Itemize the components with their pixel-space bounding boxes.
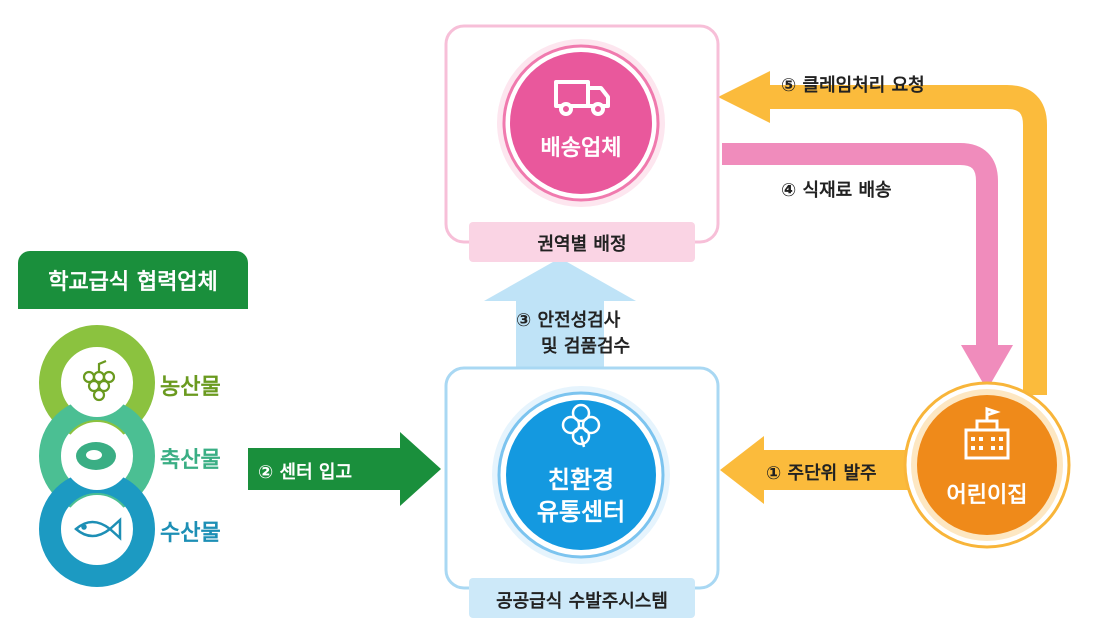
center-name-line2: 유통센터 [536,498,626,526]
fishery-label: 수산물 [160,521,221,546]
food-delivery-arrowhead [961,345,1013,390]
delivery-company-name: 배송업체 [540,136,622,161]
school-building-icon [964,406,1010,460]
ordering-system-banner [469,578,695,618]
region-assignment-banner [469,222,695,262]
step4-label: ④ 식재료 배송 [781,180,892,201]
inspection-arrowhead [484,258,636,301]
claim-request-arrowhead [718,71,770,123]
weekly-order-arrowhead [720,436,764,504]
clover-icon [561,403,601,448]
distribution-center-circle [506,400,656,550]
region-assignment-label: 권역별 배정 [537,234,627,255]
step3-label-line1: ③ 안전성검사 [516,310,621,331]
claim-request-arrow [768,85,1047,395]
center-intake-arrow [248,448,400,490]
food-delivery-arrow [722,143,998,350]
delivery-company-circle [510,52,652,194]
supplier-title-overlay: 학교급식 협력업체 [18,251,248,309]
daycare-name: 어린이집 [946,483,1028,508]
center-name-line1: 친환경 [547,466,615,494]
center-intake-arrowhead [400,432,441,506]
step2-label: ② 센터 입고 [258,462,353,483]
meat-icon [76,442,116,470]
livestock-label: 축산물 [160,448,221,473]
step1-label: ① 주단위 발주 [766,463,877,484]
grape-icon [82,359,116,402]
step5-label: ⑤ 클레임처리 요청 [781,75,925,96]
step3-label-line2: 및 검품검수 [541,336,631,357]
daycare-circle [917,395,1057,535]
agriculture-label: 농산물 [160,375,221,400]
fish-icon [74,517,122,541]
ordering-system-label: 공공급식 수발주시스템 [496,591,668,612]
weekly-order-arrow [762,450,930,490]
inspection-arrow [516,299,604,369]
truck-icon [554,80,610,116]
